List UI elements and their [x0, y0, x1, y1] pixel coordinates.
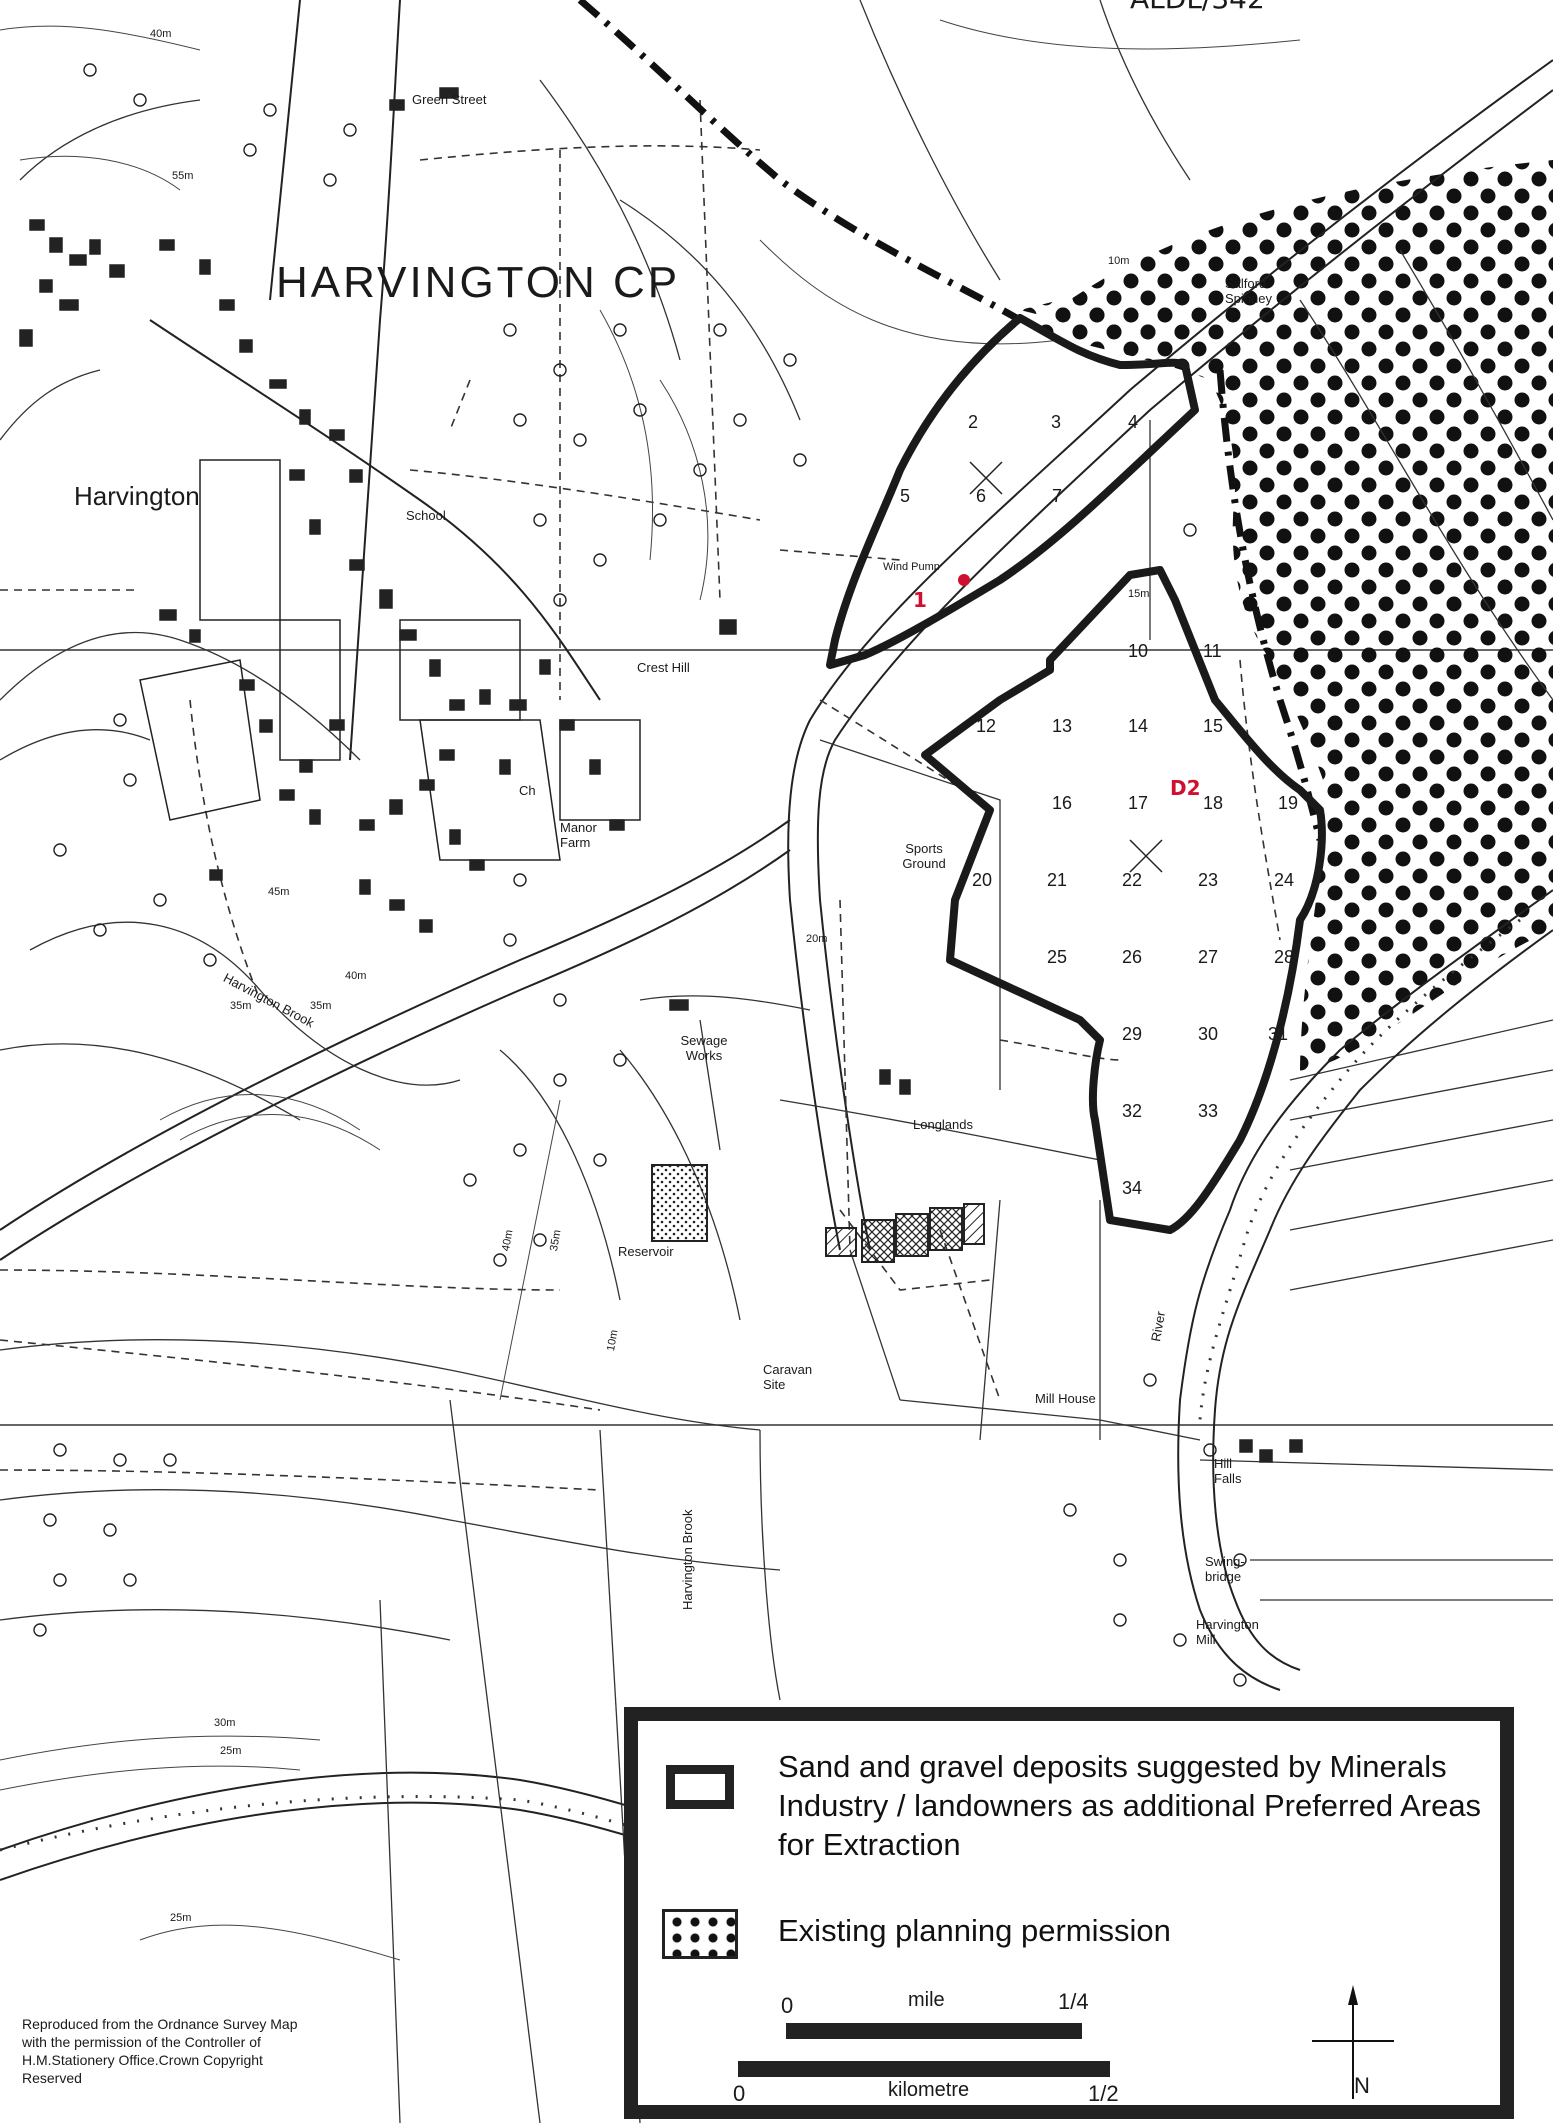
- label-manor-farm: Manor Farm: [560, 820, 597, 850]
- village-buildings: [19, 87, 1303, 1463]
- parish-label: HARVINGTON CP: [276, 258, 681, 307]
- label-hill-falls: Hill Falls: [1214, 1456, 1242, 1486]
- plot-number: 28: [1274, 947, 1295, 967]
- plot-number: 26: [1122, 947, 1143, 967]
- hatched-plots: [825, 1203, 985, 1263]
- plot-number: 12: [976, 716, 997, 736]
- plot-number: 21: [1047, 870, 1068, 890]
- copyright-credit: Reproduced from the Ordnance Survey Map …: [22, 2016, 298, 2086]
- plot-number: 17: [1128, 793, 1149, 813]
- contour-label: 35m: [310, 1000, 332, 1012]
- plot-number: 18: [1203, 793, 1224, 813]
- scale-mile-label: mile: [908, 1989, 945, 2011]
- plot-number: 34: [1122, 1178, 1143, 1198]
- contour-label: 25m: [170, 1912, 192, 1924]
- orchard-symbols: [33, 63, 1247, 1687]
- plot-number: 31: [1268, 1024, 1289, 1044]
- north-label: N: [1354, 2073, 1370, 2098]
- scale-km-zero: 0: [733, 2081, 746, 2106]
- legend-outline-swatch: [666, 1765, 734, 1809]
- scale-bar-km: [738, 2061, 1110, 2077]
- plot-number: 7: [1052, 486, 1063, 506]
- scale-mile-end: 1/4: [1058, 1989, 1089, 2014]
- plot-number: 19: [1278, 793, 1299, 813]
- plot-number: 29: [1122, 1024, 1143, 1044]
- plot-number: 24: [1274, 870, 1295, 890]
- plot-number: 20: [972, 870, 993, 890]
- plot-number: 15: [1203, 716, 1224, 736]
- plot-number: 33: [1198, 1101, 1219, 1121]
- contour-label: 15m: [1128, 588, 1150, 600]
- village-outlines: [139, 459, 641, 861]
- legend-dots-swatch: [662, 1909, 738, 1959]
- contour-label: 45m: [268, 886, 290, 898]
- label-sewage-works: Sewage Works: [680, 1033, 728, 1063]
- handwritten-site-code-b: 1: [913, 588, 927, 612]
- scale-bar-mile: [786, 2023, 1082, 2039]
- label-reservoir: Reservoir: [618, 1244, 674, 1259]
- handwritten-site-code: D2: [1170, 776, 1201, 800]
- label-green-street: Green Street: [412, 92, 487, 107]
- label-church: Ch: [519, 783, 536, 798]
- label-harvington-brook-2: Harvington Brook: [680, 1509, 695, 1610]
- legend-proposed-text: Sand and gravel deposits suggested by Mi…: [778, 1749, 1482, 1862]
- label-salford-spinney: Salford Spinney: [1225, 276, 1272, 306]
- legend-existing-text: Existing planning permission: [778, 1913, 1171, 1948]
- label-harvington-mill: Harvington Mill: [1196, 1617, 1259, 1647]
- contour-label: 20m: [806, 933, 828, 945]
- plot-number: 16: [1052, 793, 1073, 813]
- plot-number: 6: [976, 486, 987, 506]
- label-sports-ground: Sports Ground: [902, 841, 946, 871]
- existing-permission-area: [1020, 160, 1553, 1075]
- river: [0, 889, 1553, 1922]
- contour-label: 25m: [220, 1745, 242, 1757]
- contour-label: 10m: [1108, 255, 1130, 267]
- plot-number: 10: [1128, 641, 1149, 661]
- plot-number: 23: [1198, 870, 1219, 890]
- proposed-area-north: [826, 314, 1199, 669]
- reservoir-area: [651, 1164, 708, 1242]
- plot-number: 4: [1128, 412, 1139, 432]
- plot-number: 2: [968, 412, 979, 432]
- red-annotation-dot: [958, 574, 970, 586]
- x-marks: [969, 461, 1163, 873]
- plot-number: 32: [1122, 1101, 1143, 1121]
- top-corner-fragment: ALDL/342: [1130, 0, 1265, 15]
- village-label: Harvington: [74, 481, 200, 511]
- label-mill-house: Mill House: [1035, 1391, 1096, 1406]
- plot-number: 5: [900, 486, 911, 506]
- contour-label: 30m: [214, 1717, 236, 1729]
- map-legend: Sand and gravel deposits suggested by Mi…: [624, 1707, 1514, 2119]
- plot-number: 11: [1203, 641, 1222, 661]
- label-wind-pump: Wind Pump: [883, 561, 940, 573]
- plot-number: 3: [1051, 412, 1062, 432]
- label-crest-hill: Crest Hill: [637, 660, 690, 675]
- scale-km-end: 1/2: [1088, 2081, 1119, 2106]
- contour-label: 40m: [150, 28, 172, 40]
- contours: [0, 19, 1301, 1961]
- plot-number: 22: [1122, 870, 1143, 890]
- proposed-area-south: [921, 566, 1326, 1234]
- tracks: [0, 99, 1281, 1491]
- north-arrow-icon: [1312, 1985, 1394, 2099]
- label-school: School: [406, 508, 446, 523]
- label-swing-bridge: Swing-bridge: [1205, 1554, 1245, 1584]
- plot-number: 14: [1128, 716, 1149, 736]
- plot-number: 25: [1047, 947, 1068, 967]
- plot-number: 13: [1052, 716, 1073, 736]
- contour-label: 35m: [230, 1000, 252, 1012]
- contour-label: 55m: [172, 170, 194, 182]
- parish-boundary: [577, 0, 1022, 324]
- plot-number: 27: [1198, 947, 1219, 967]
- label-longlands: Longlands: [913, 1117, 973, 1132]
- scale-mile-zero: 0: [781, 1993, 794, 2018]
- label-caravan-site: Caravan Site: [763, 1362, 813, 1392]
- plot-number: 30: [1198, 1024, 1219, 1044]
- scale-km-label: kilometre: [888, 2079, 970, 2101]
- contour-label: 40m: [345, 970, 367, 982]
